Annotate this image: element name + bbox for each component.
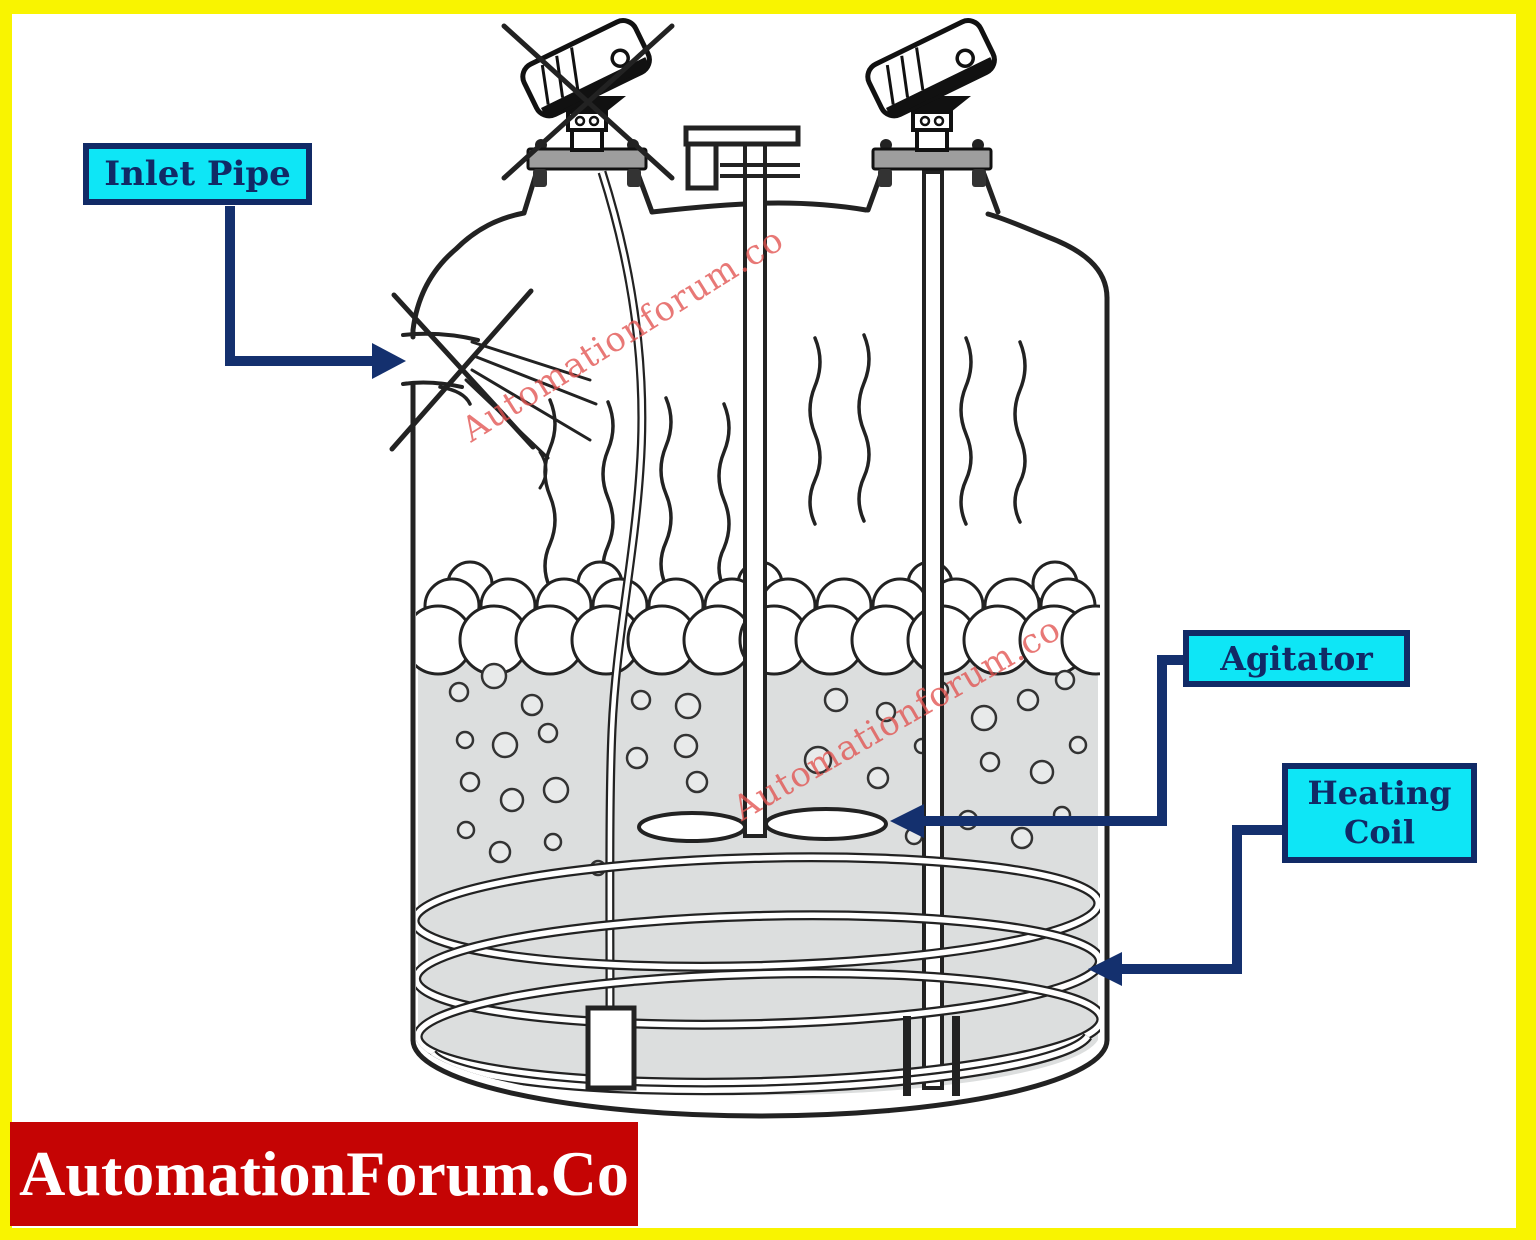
inlet-spray [464,340,598,490]
inlet-pipe-label: Inlet Pipe [83,143,312,205]
vapour-wave-lines [543,333,1027,590]
heating-coil-label-line2: Coil [1343,813,1416,851]
agitator-shaft [743,142,767,838]
brand-banner: AutomationForum.Co [10,1122,638,1226]
agitator-label: Agitator [1183,630,1410,687]
radar-transmitter-icon [865,18,997,187]
heating-coil-arrow [1088,825,1282,986]
transmitter-cross-mark [501,23,675,181]
bubbles [448,662,1088,877]
agitator-label-text: Agitator [1220,639,1373,678]
agitator-blades [637,807,888,843]
agitator-mount-bracket [683,125,801,191]
flexible-probe [597,170,647,1009]
heating-coil-label: Heating Coil [1282,763,1477,863]
agitator-arrow [890,655,1183,838]
inlet-pipe-arrow [225,206,406,379]
probe-anchor-bracket [903,1016,960,1096]
heating-coil [416,852,1100,1096]
heating-coil-label-line1: Heating [1307,773,1452,812]
inlet-pipe-label-text: Inlet Pipe [104,154,291,194]
probe-end-weight [585,1005,637,1091]
brand-banner-text: AutomationForum.Co [19,1138,629,1209]
